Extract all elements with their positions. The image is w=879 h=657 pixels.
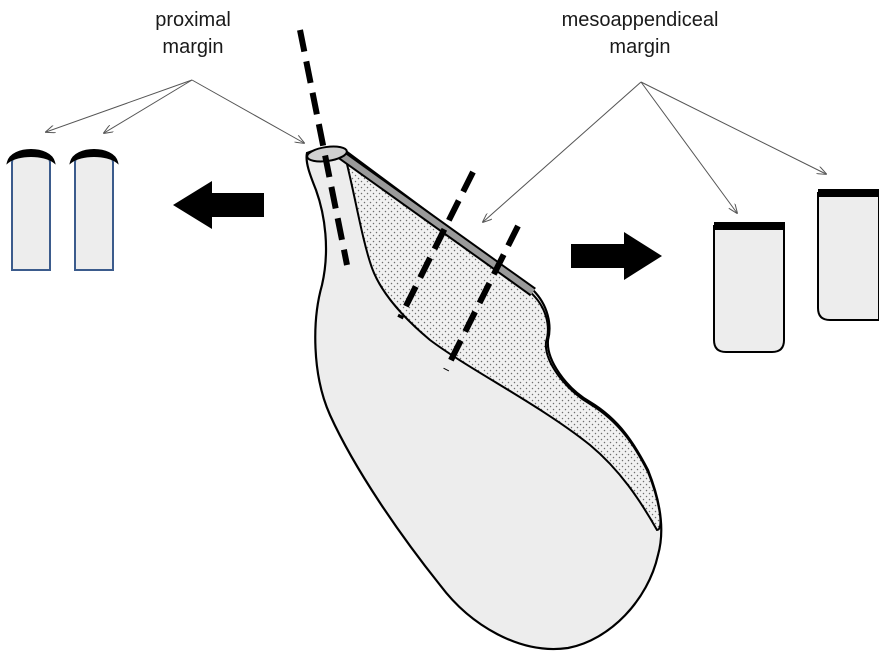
mesoappendiceal-margin-label: mesoappendiceal margin	[520, 7, 760, 61]
right-arrow-icon	[571, 232, 662, 280]
mesoappendiceal-section-1	[714, 222, 785, 352]
proximal-pointers	[46, 80, 304, 143]
proximal-margin-label-line2: margin	[118, 34, 268, 61]
mesoappendiceal-margin-label-line2: margin	[520, 34, 760, 61]
mesoappendiceal-margin-label-line1: mesoappendiceal	[520, 7, 760, 34]
mesoappendiceal-pointers	[483, 82, 826, 222]
proximal-margin-label-line1: proximal	[118, 7, 268, 34]
mesoappendiceal-section-2	[818, 189, 879, 320]
proximal-margin-label: proximal margin	[118, 7, 268, 61]
left-arrow-icon	[173, 181, 264, 229]
proximal-section-1	[8, 150, 54, 270]
proximal-section-2	[71, 150, 117, 270]
